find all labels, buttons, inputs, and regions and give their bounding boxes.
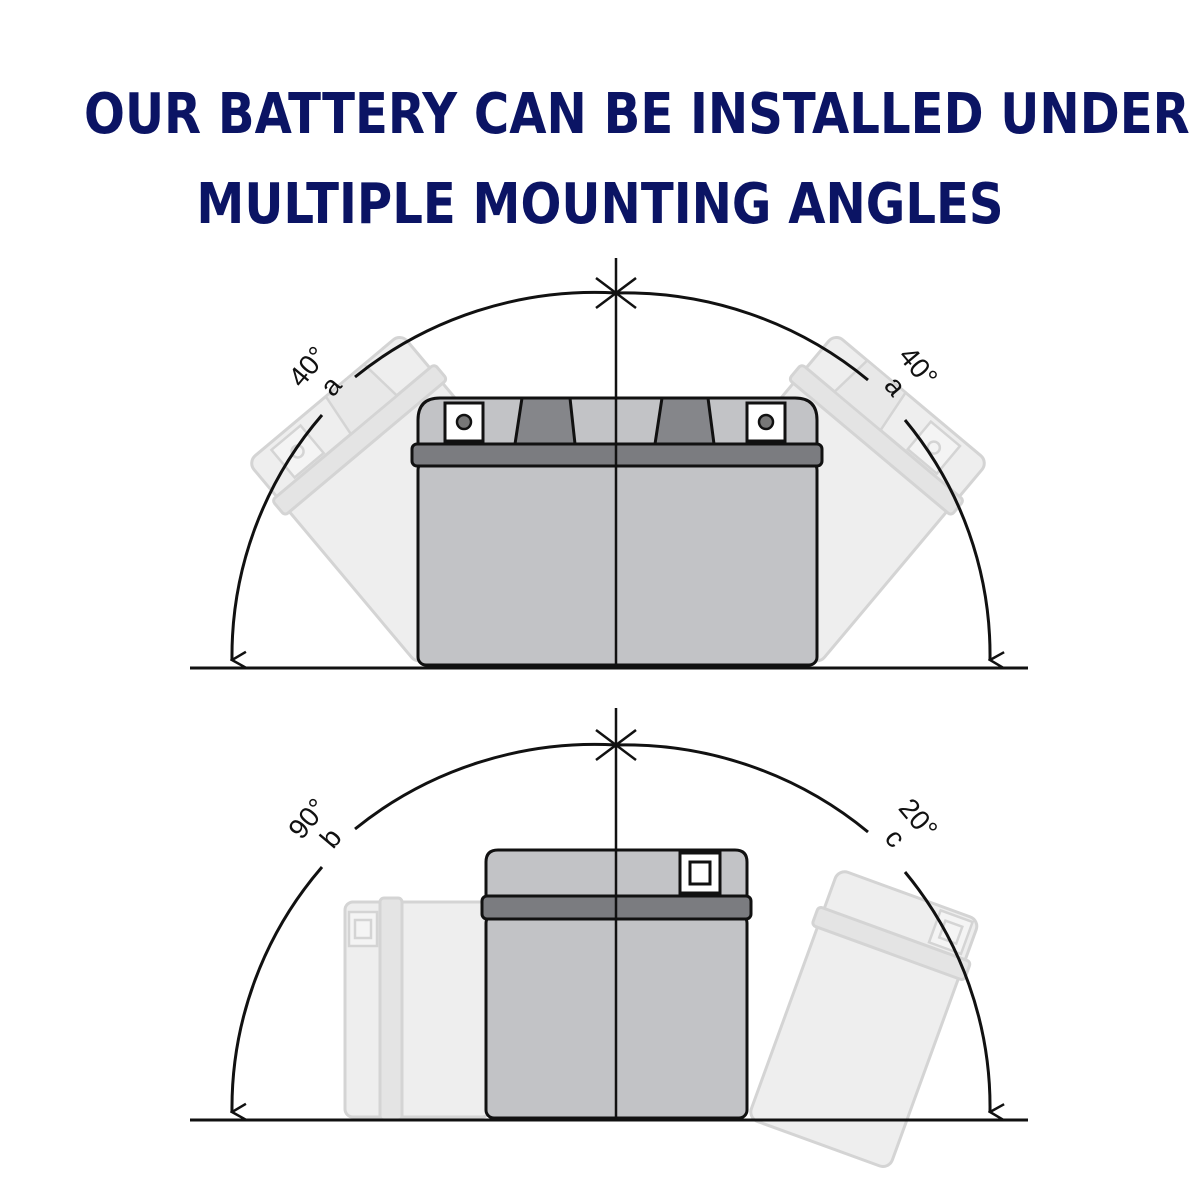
arc-top-left-lower <box>232 414 324 660</box>
diagram-top: a 40° a 40° <box>190 258 1028 670</box>
arc-top-left-upper <box>354 290 617 379</box>
page-title: OUR BATTERY CAN BE INSTALLED UNDER MULTI… <box>84 70 1190 250</box>
title-line-1: OUR BATTERY CAN BE INSTALLED UNDER <box>84 82 1190 147</box>
title-line-2: MULTIPLE MOUNTING ANGLES <box>196 172 1004 237</box>
arc-bottom-left-lower <box>232 866 324 1112</box>
diagram-bottom: b 90° c 20° <box>190 708 1028 1168</box>
ghost-battery-side-left <box>343 896 492 1122</box>
terminal-bottom <box>678 851 722 895</box>
arc-bottom-right-upper <box>615 743 869 834</box>
arc-bottom-left-upper <box>354 742 617 831</box>
vent-cap-left <box>513 396 577 446</box>
arc-bottom-right-lower <box>903 871 990 1112</box>
battery-upright-top <box>410 396 824 667</box>
vent-cap-right <box>653 396 716 446</box>
arc-top-right-lower <box>903 419 990 660</box>
ghost-battery-tilted-right-bottom <box>749 870 979 1168</box>
arc-top-right-upper <box>615 291 869 382</box>
